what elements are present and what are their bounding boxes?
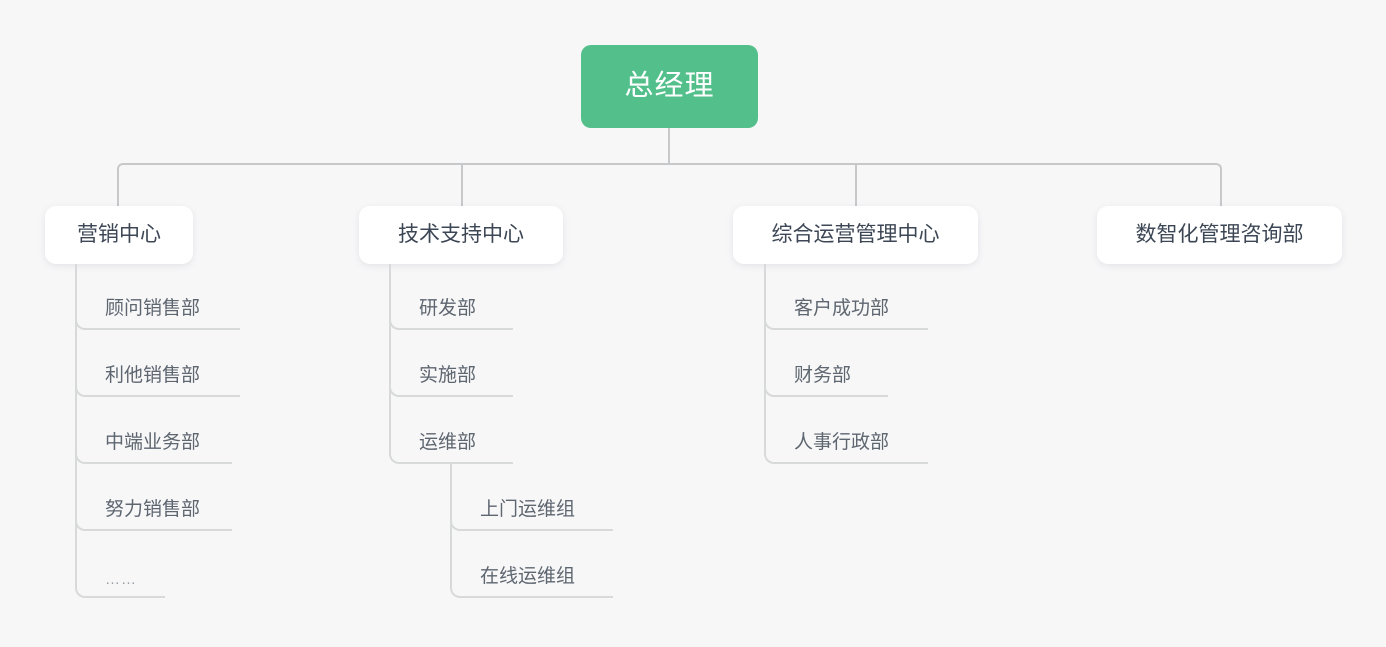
org-leaf-label[interactable]: 实施部 <box>419 365 477 386</box>
org-leaf-connector: 运维部 <box>389 264 513 464</box>
connector-bus-bar <box>117 163 1222 207</box>
connector-drop-dept-2 <box>461 163 463 207</box>
org-leaf-connector: …… <box>75 264 165 598</box>
org-node-dept-tech-support[interactable]: 技术支持中心 <box>359 206 563 264</box>
org-node-dept-operations[interactable]: 综合运营管理中心 <box>733 206 978 264</box>
org-node-dept-marketing[interactable]: 营销中心 <box>45 206 193 264</box>
org-leaf-label[interactable]: 中端业务部 <box>105 432 201 453</box>
org-leaf-connector: 人事行政部 <box>764 264 928 464</box>
org-leaf-label[interactable]: 研发部 <box>419 298 477 319</box>
org-leaf-label[interactable]: 财务部 <box>794 365 852 386</box>
org-leaf-label[interactable]: 上门运维组 <box>480 499 576 520</box>
connector-root-stem <box>668 128 670 163</box>
org-leaf-label[interactable]: 客户成功部 <box>794 298 890 319</box>
org-leaf-label[interactable]: 努力销售部 <box>105 499 201 520</box>
org-node-root[interactable]: 总经理 <box>581 45 758 128</box>
org-leaf-connector: 在线运维组 <box>450 464 613 598</box>
org-leaf-label[interactable]: 顾问销售部 <box>105 298 201 319</box>
org-node-dept-consulting[interactable]: 数智化管理咨询部 <box>1097 206 1342 264</box>
org-leaf-label-ellipsis[interactable]: …… <box>105 571 137 588</box>
org-leaf-label[interactable]: 在线运维组 <box>480 566 576 587</box>
org-leaf-label[interactable]: 人事行政部 <box>794 432 890 453</box>
org-leaf-label[interactable]: 运维部 <box>419 432 477 453</box>
connector-drop-dept-3 <box>855 163 857 207</box>
org-leaf-label[interactable]: 利他销售部 <box>105 365 201 386</box>
